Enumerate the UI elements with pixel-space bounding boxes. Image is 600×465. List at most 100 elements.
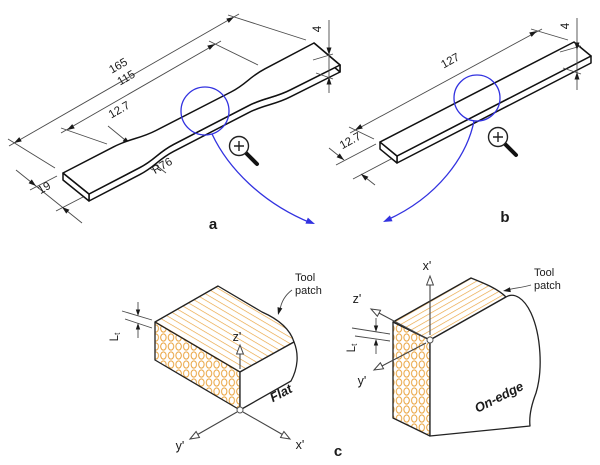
z-axis-arrow xyxy=(369,308,382,318)
witness-line xyxy=(312,53,334,61)
layer-extension-lines xyxy=(121,310,153,329)
dim-grip-width: 19 xyxy=(15,169,84,224)
dim-arrow xyxy=(326,77,332,85)
extension-line xyxy=(335,143,377,166)
x-axis-arrow xyxy=(279,430,292,440)
dim-thickness-b: 4 xyxy=(559,18,582,90)
dim-arrow xyxy=(62,207,70,214)
y-axis-arrow xyxy=(372,361,385,371)
dimension-line xyxy=(349,28,543,134)
dim-text-12-7: 12.7 xyxy=(107,100,132,122)
witness-line xyxy=(60,127,108,145)
dim-text-127: 127 xyxy=(439,51,462,71)
dim-text-4b: 4 xyxy=(560,22,572,29)
plus-icon xyxy=(493,132,503,142)
witness-line xyxy=(348,126,375,140)
bar-front-face xyxy=(396,55,592,164)
x-axis-label: x' xyxy=(296,438,305,452)
x-axis xyxy=(242,411,286,437)
dim-arrow xyxy=(373,339,379,346)
dim-arrow xyxy=(135,323,141,330)
dim-width-b: 12.7 xyxy=(328,131,394,186)
tool-patch-label-line1: Tool xyxy=(295,272,315,284)
witness-line xyxy=(55,196,84,212)
dim-arrow xyxy=(326,47,332,55)
dim-arrow xyxy=(529,31,537,37)
witness-line xyxy=(562,67,582,75)
on-edge-front-face xyxy=(429,294,541,437)
flat-layer-thickness: Lt xyxy=(109,302,153,341)
dim-arrow xyxy=(361,174,369,181)
magnifier-handle xyxy=(244,151,259,166)
dim-arrow xyxy=(14,137,22,143)
x-axis-label: x' xyxy=(423,259,432,273)
panel-label-a: a xyxy=(209,216,218,233)
blue-arrowhead xyxy=(305,217,315,224)
detail-leader-arrow-b xyxy=(386,120,475,221)
leader-line xyxy=(507,284,532,291)
layer-extension-lines xyxy=(351,327,391,342)
magnifier-zoom-icon-b xyxy=(487,126,518,157)
layer-thickness-symbol: Lt xyxy=(346,343,359,352)
y-axis xyxy=(379,342,427,368)
dim-text-19: 19 xyxy=(36,180,53,197)
on-edge-layer-thickness: Lt xyxy=(346,318,391,354)
specimen-top-face xyxy=(62,42,341,195)
dim-arrow xyxy=(336,153,344,160)
z-axis-arrow xyxy=(235,343,245,355)
x-axis-arrow xyxy=(425,274,435,286)
y-axis-arrow xyxy=(188,430,201,440)
magnifier-zoom-icon-a xyxy=(228,135,259,166)
flat-block xyxy=(154,285,298,411)
detail-leader-arrow-a xyxy=(211,133,312,224)
dim-arrow xyxy=(574,42,580,50)
dim-arrow xyxy=(28,179,36,186)
specimen-dogbone xyxy=(62,42,341,202)
panel-b: 127 12.7 4 xyxy=(328,18,592,226)
dim-text-12-7b: 12.7 xyxy=(338,131,363,152)
dimension-line xyxy=(60,40,222,134)
flat-front-face xyxy=(239,341,298,411)
lt-sub: t xyxy=(350,343,359,346)
witness-line xyxy=(208,40,259,66)
dimension-line xyxy=(8,13,240,147)
plus-icon xyxy=(234,141,244,151)
blue-arrowhead xyxy=(383,215,393,222)
detail-circle-b xyxy=(453,74,501,122)
lt-main: L xyxy=(109,334,121,341)
z-axis-label: z' xyxy=(353,292,362,306)
dim-arrow xyxy=(355,124,363,130)
dim-arrow xyxy=(135,309,141,316)
dim-arrow xyxy=(67,124,75,130)
leader-arrow xyxy=(503,287,511,293)
origin-marker xyxy=(236,406,244,414)
panel-c-flat: Lt z' x' y' Tool patch Flat xyxy=(109,272,322,453)
leader-arrow xyxy=(277,307,283,315)
detail-circle-a xyxy=(180,86,230,136)
extension-line xyxy=(352,157,394,180)
dim-arrow xyxy=(373,325,379,332)
layer-thickness-symbol: Lt xyxy=(109,332,122,341)
y-axis-label: y' xyxy=(176,439,185,453)
dim-text-4a: 4 xyxy=(312,25,324,32)
on-edge-block xyxy=(392,277,541,437)
on-edge-tool-patch-callout: Tool patch xyxy=(503,267,561,293)
flat-tool-patch-callout: Tool patch xyxy=(277,272,322,315)
bar-top-face xyxy=(379,41,592,157)
y-axis-label: y' xyxy=(358,374,367,388)
tool-patch-label-line2: patch xyxy=(295,285,322,297)
specimen-bar xyxy=(379,41,592,164)
tool-patch-label-line1: Tool xyxy=(534,267,554,279)
witness-line xyxy=(29,175,58,191)
leader-line xyxy=(279,289,293,311)
witness-line xyxy=(315,72,334,80)
dim-thickness-a: 4 xyxy=(312,20,334,93)
panel-a: 165 115 12.7 19 xyxy=(7,13,341,233)
panel-label-b: b xyxy=(500,209,509,226)
witness-line xyxy=(7,138,56,169)
lt-main: L xyxy=(346,345,358,352)
on-edge-axes: x' z' y' xyxy=(353,259,435,388)
panel-label-c: c xyxy=(334,443,342,460)
